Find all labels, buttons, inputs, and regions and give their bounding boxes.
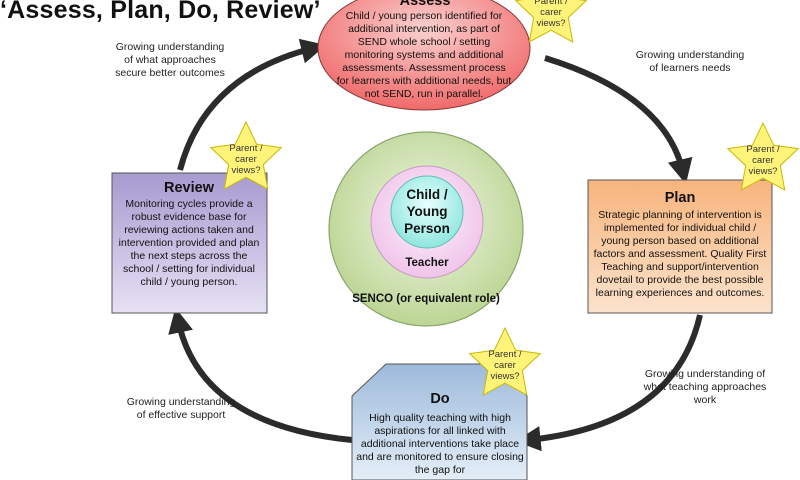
star-assess (514, 0, 588, 43)
teacher-label: Teacher (405, 257, 449, 269)
star-review (209, 120, 283, 190)
arrow-do-to-review (168, 307, 353, 443)
review-shape (111, 172, 268, 314)
note-top-left: Growing understanding of what approaches… (115, 41, 225, 79)
star-do-label: Parent / carer views? (488, 349, 522, 382)
plan-heading: Plan (664, 190, 696, 206)
do-text: High quality teaching with high aspirati… (356, 412, 524, 476)
arrow-review-to-assess (177, 38, 327, 171)
star-plan-label: Parent / carer views? (746, 144, 780, 177)
note-top-right: Growing understanding of learners needs (635, 49, 745, 74)
arrow-plan-to-do (515, 314, 703, 452)
child-label: Child / Young Person (404, 187, 450, 236)
note-bottom-right: Growing understanding of what teaching a… (643, 368, 767, 406)
assess-shape (317, 0, 531, 111)
diagram-title: ‘Assess, Plan, Do, Review’ (0, 0, 321, 24)
plan-text: Strategic planning of intervention is im… (593, 209, 767, 299)
note-bottom-left: Growing understanding of effective suppo… (126, 396, 236, 421)
assess-heading: Assess (399, 0, 451, 9)
star-do (468, 326, 542, 396)
senco-label: SENCO (or equivalent role) (352, 293, 500, 305)
do-heading: Do (430, 391, 450, 407)
arrow-assess-to-plan (544, 55, 693, 185)
star-plan (726, 121, 800, 191)
star-review-label: Parent / carer views? (229, 143, 263, 176)
child-circle (390, 175, 464, 249)
review-heading: Review (164, 180, 214, 196)
star-assess-label: Parent / carer views? (534, 0, 568, 29)
assess-text: Child / young person identified for addi… (336, 10, 512, 100)
review-text: Monitoring cycles provide a robust evide… (118, 198, 260, 288)
plan-shape (587, 179, 773, 314)
